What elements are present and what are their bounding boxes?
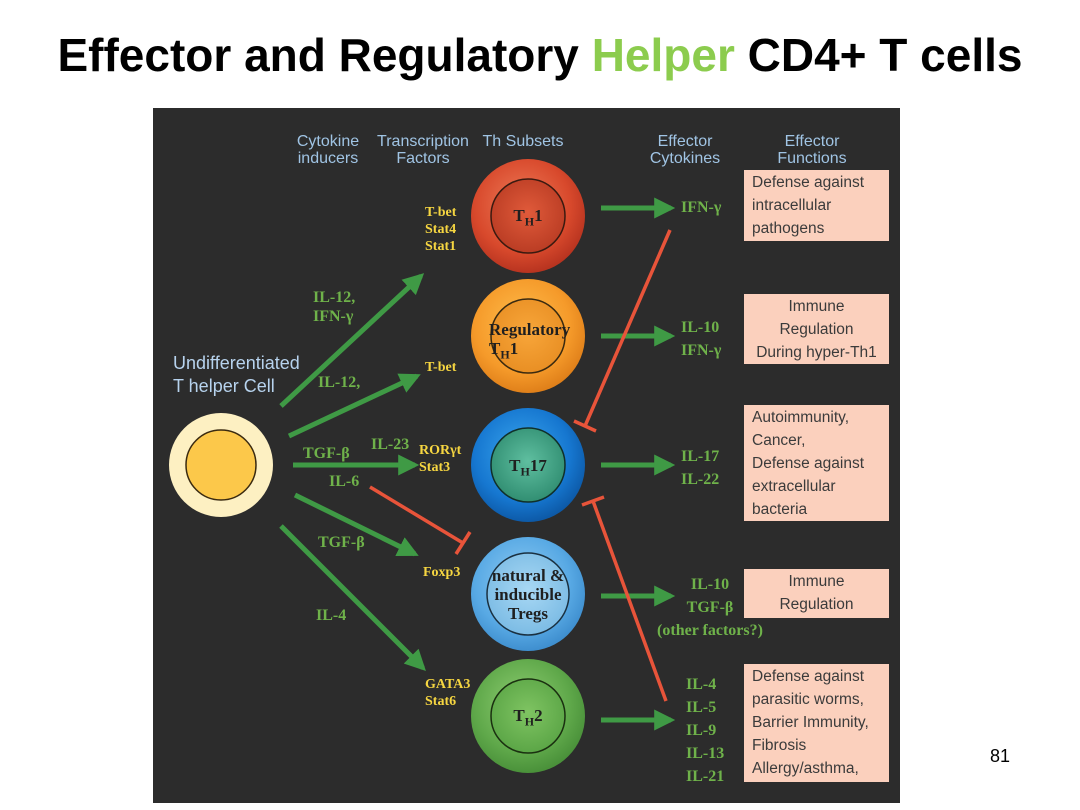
inhibit-il6-to-tregs-bar: [454, 531, 472, 555]
regulatory-th1-cell: [471, 279, 585, 393]
title-part-1: Effector and Regulatory: [57, 29, 592, 81]
tf-regulatory-th1: T-bet: [425, 360, 457, 375]
induction-arrows: [279, 197, 676, 731]
cytokines-th2: IL-4 IL-5 IL-9 IL-13 IL-21: [686, 676, 725, 785]
inducer-th17-tgf-beta: TGF-β: [303, 445, 350, 462]
th1-cell: [471, 159, 585, 273]
inducer-regulatory-th1: IL-12,: [318, 374, 361, 391]
th1-label: TH1: [513, 206, 543, 229]
slide-title: Effector and Regulatory Helper CD4+ T ce…: [0, 28, 1080, 82]
header-transcription-factors: Transcription Factors: [377, 133, 469, 167]
tf-tregs: Foxp3: [423, 565, 461, 580]
arrow-to-th2: [279, 524, 426, 671]
cytokines-tregs: IL-10 TGF-β (other factors?): [657, 576, 763, 639]
undifferentiated-label: Undifferentiated T helper Cell: [173, 353, 300, 396]
inducer-th17-il6: IL-6: [329, 473, 360, 490]
arrow-to-tregs: [293, 492, 419, 557]
diagram-graphics: [169, 159, 676, 773]
tf-th2: GATA3 Stat6: [425, 677, 471, 709]
cytokines-regulatory-th1: IL-10 IFN-γ: [681, 319, 722, 359]
th-subsets-diagram: Cytokine inducers Transcription Factors …: [153, 108, 900, 803]
tregs-cell: [471, 537, 585, 651]
th2-cell: [471, 659, 585, 773]
tregs-label: natural & inducible Tregs: [491, 566, 565, 623]
inducer-tregs-tgf-beta: TGF-β: [318, 534, 365, 551]
arrow-to-regulatory-th1: [287, 373, 421, 439]
cytokines-th1: IFN-γ: [681, 199, 722, 216]
inhibit-th1-to-th17: [583, 229, 672, 427]
header-cytokine-inducers: Cytokine inducers: [296, 133, 360, 167]
regulatory-th1-label: Regulatory TH1: [489, 320, 571, 362]
function-box-tregs: Immune Regulation: [744, 569, 889, 618]
inhibition-lines: [369, 229, 672, 702]
inhibit-th2-to-th17: [591, 500, 668, 702]
th2-label: TH2: [513, 706, 543, 729]
title-highlight: Helper: [591, 29, 735, 81]
function-box-th2: Defense against parasitic worms, Barrier…: [744, 664, 889, 782]
arrow-to-th1: [279, 273, 425, 408]
th17-label: TH17: [509, 456, 547, 479]
function-box-regulatory-th1: Immune Regulation During hyper-Th1: [744, 294, 889, 364]
function-box-th1: Defense against intracellular pathogens: [744, 170, 889, 241]
inducer-th1: IL-12, IFN-γ: [313, 289, 356, 325]
inducer-th17-il23: IL-23: [371, 436, 410, 453]
inhibit-il6-to-tregs: [369, 485, 464, 545]
inhibit-th1-to-th17-bar: [573, 419, 597, 433]
tf-th1: T-bet Stat4 Stat1: [425, 205, 457, 254]
inhibit-th2-to-th17-bar: [581, 495, 605, 507]
inducer-th2: IL-4: [316, 607, 347, 624]
function-box-th17: Autoimmunity, Cancer, Defense against ex…: [744, 405, 889, 521]
cytokines-th17: IL-17 IL-22: [681, 448, 720, 488]
title-part-2: CD4+ T cells: [734, 29, 1023, 81]
header-th-subsets: Th Subsets: [482, 133, 564, 150]
header-effector-cytokines: Effector Cytokines: [649, 133, 721, 167]
header-effector-functions: Effector Functions: [777, 133, 847, 167]
page-number: 81: [990, 746, 1011, 766]
tf-th17: RORγt Stat3: [419, 443, 462, 475]
undifferentiated-cell: [169, 413, 273, 517]
th17-cell: [471, 408, 585, 522]
